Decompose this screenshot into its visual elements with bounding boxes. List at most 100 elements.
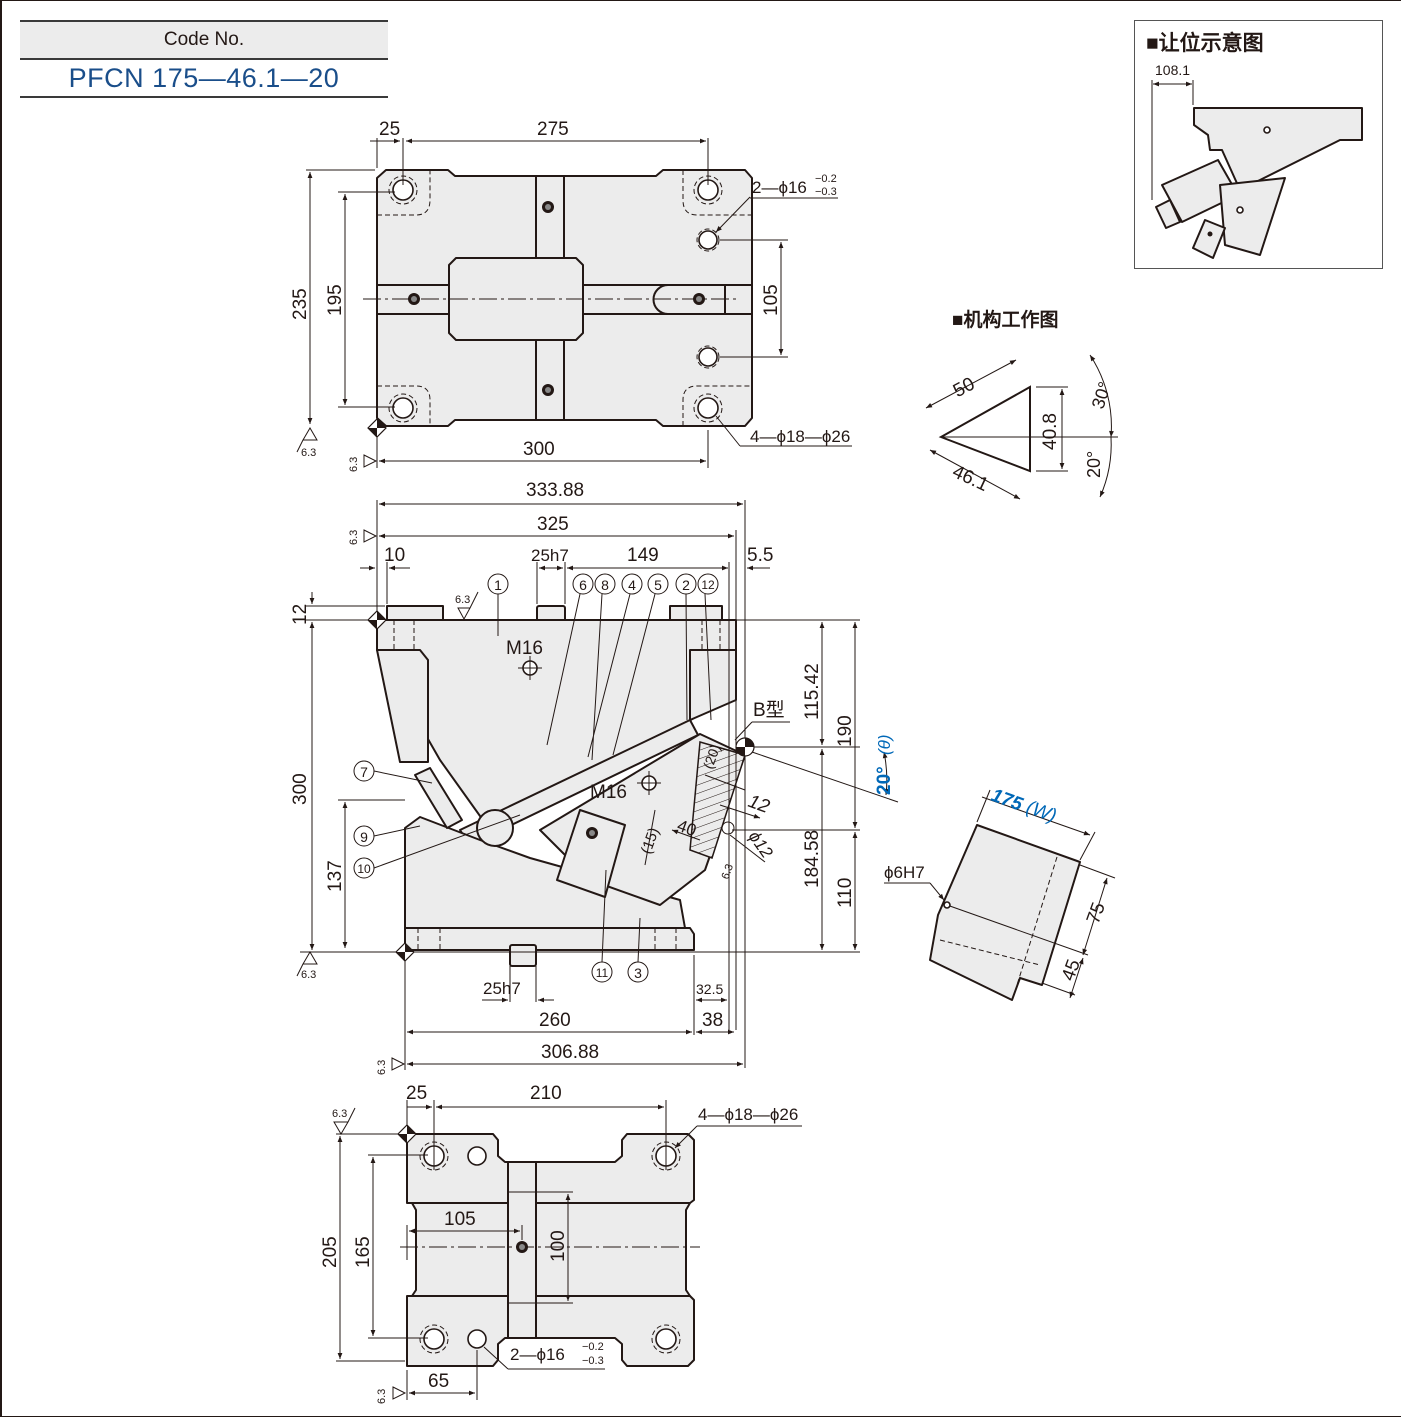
front-dim-32-5: 32.5: [696, 981, 723, 997]
clearance-cam: [1219, 177, 1286, 256]
bottom-dim-25: 25: [406, 1083, 427, 1104]
code-number-header: Code No.: [20, 20, 388, 60]
top-pin-tol-upper: −0.2: [815, 173, 837, 185]
front-dim-137: 137: [325, 860, 346, 892]
code-number-table: Code No. PFCN 175—46.1—20: [20, 20, 388, 98]
front-top-key-right: [669, 605, 723, 621]
balloon-12: 12: [701, 578, 715, 592]
side-pin-label: ϕ6H7: [884, 863, 925, 882]
top-dim-105: 105: [761, 284, 782, 316]
top-pin-tol-lower: −0.3: [815, 186, 837, 198]
front-base-plate: [404, 927, 695, 951]
mechanism-triangle: [938, 385, 1031, 473]
top-dim-25: 25: [379, 119, 400, 140]
top-dim-275: 275: [537, 119, 569, 140]
top-dim-300: 300: [523, 439, 555, 460]
side-pin-hole: [943, 901, 951, 909]
bottom-dim-210: 210: [530, 1083, 562, 1104]
top-pin-holes: [696, 228, 720, 369]
bottom-pin-tol-lower: −0.3: [582, 1355, 604, 1367]
front-dim-149: 149: [627, 545, 659, 566]
balloon-3: 3: [634, 965, 642, 981]
balloon-9: 9: [360, 829, 368, 845]
front-roller: [476, 809, 514, 847]
side-width-label: 175: [988, 785, 1025, 816]
mechanism-title: ■机构工作图: [952, 308, 1058, 331]
bottom-dim-105: 105: [444, 1209, 476, 1230]
bottom-roughness-1: 6.3: [332, 1108, 347, 1120]
front-dim-306-88: 306.88: [541, 1042, 599, 1063]
balloon-11: 11: [596, 966, 609, 980]
front-roughness-3: 6.3: [301, 969, 316, 981]
top-screws: [408, 201, 705, 396]
front-dim-300: 300: [290, 773, 311, 805]
balloon-7: 7: [360, 764, 368, 780]
part-balloons: 1 6 8 4 5 2 12 7 9 10 11 3: [353, 573, 719, 983]
front-dim-184-58: 184.58: [802, 830, 823, 888]
bottom-dim-65: 65: [428, 1371, 449, 1392]
front-stopper: [414, 767, 463, 829]
front-dim-110: 110: [835, 878, 856, 908]
balloon-1: 1: [494, 577, 502, 593]
front-dim-key-bottom: 25h7: [483, 979, 521, 998]
balloon-8: 8: [601, 577, 609, 593]
front-top-key-left: [386, 605, 444, 621]
bottom-pin-callout: 2—ϕ16: [510, 1345, 565, 1364]
clearance-dim-label: 108.1: [1155, 62, 1190, 78]
clearance-clamp: [1192, 219, 1226, 259]
top-dim-195: 195: [325, 284, 346, 316]
bottom-dim-100: 100: [548, 1230, 569, 1262]
side-dim-45: 45: [1058, 957, 1085, 984]
side-view: 175 (W) ϕ6H7 75 45: [884, 785, 1116, 1001]
side-block: [929, 824, 1081, 1001]
bottom-dim-165: 165: [353, 1236, 374, 1268]
angle-label: 20°: [874, 766, 895, 795]
front-dim-12: 12: [290, 604, 311, 625]
mech-angle-30: 30°: [1088, 379, 1115, 411]
front-bottom-key: [509, 944, 537, 967]
side-dim-75: 75: [1083, 900, 1110, 927]
clearance-inset: ■让位示意图 108.1: [1146, 31, 1363, 259]
front-m16-top: M16: [506, 638, 543, 659]
top-view: 25 275 235 195 105 300 2—ϕ16 −0.2 −0.3 4…: [290, 119, 852, 472]
clearance-body-upper: [1193, 107, 1363, 191]
front-dim-phi12: ϕ12: [745, 827, 777, 862]
front-hatched-face: [689, 741, 746, 859]
clearance-diagram-box: [1134, 20, 1383, 269]
front-dim-10: 10: [384, 545, 405, 566]
top-roughness-1: 6.3: [301, 447, 316, 459]
front-dim-190: 190: [835, 715, 856, 747]
top-dim-235: 235: [290, 288, 311, 320]
front-roughness-1: 6.3: [348, 530, 360, 545]
balloon-5: 5: [654, 577, 662, 593]
balloon-6: 6: [579, 577, 587, 593]
top-roughness-2: 6.3: [348, 457, 360, 472]
balloon-2: 2: [682, 577, 690, 593]
front-dim-115-42: 115.42: [802, 663, 823, 720]
front-dim-260: 260: [539, 1010, 571, 1031]
mechanism-inset: ■机构工作图 50 46.1 40.8 30° 20°: [925, 308, 1118, 500]
bottom-bolt-holes: [419, 1141, 681, 1354]
clearance-stopper: [1155, 199, 1181, 229]
b-type-label: B型: [753, 699, 785, 721]
front-upper-flange: [376, 649, 429, 763]
front-dim-38: 38: [702, 1010, 723, 1031]
top-bolt-callout: 4—ϕ18—ϕ26: [750, 427, 850, 446]
balloon-10: 10: [357, 862, 371, 876]
bottom-pin-holes: [467, 1146, 487, 1349]
bottom-dim-205: 205: [320, 1236, 341, 1268]
front-dim-5-5: 5.5: [747, 545, 773, 566]
front-roughness-2: 6.3: [455, 594, 470, 606]
front-roughness-4: 6.3: [376, 1060, 388, 1075]
balloon-4: 4: [628, 577, 636, 593]
front-dim-12b: 12: [745, 791, 772, 818]
bottom-plate-upper: [406, 1133, 695, 1204]
front-clamp: [556, 809, 626, 898]
mech-dim-40-8: 40.8: [1040, 413, 1061, 450]
front-dim-333-88: 333.88: [526, 480, 584, 501]
mech-angle-20: 20°: [1084, 451, 1104, 478]
front-dim-key-top: 25h7: [531, 546, 569, 565]
theta-label: (θ): [875, 734, 894, 755]
bottom-view: 25 210 205 165 105 100 65 4—ϕ18—ϕ26 2—ϕ1…: [320, 1083, 802, 1404]
front-m16-mid: M16: [590, 782, 627, 803]
